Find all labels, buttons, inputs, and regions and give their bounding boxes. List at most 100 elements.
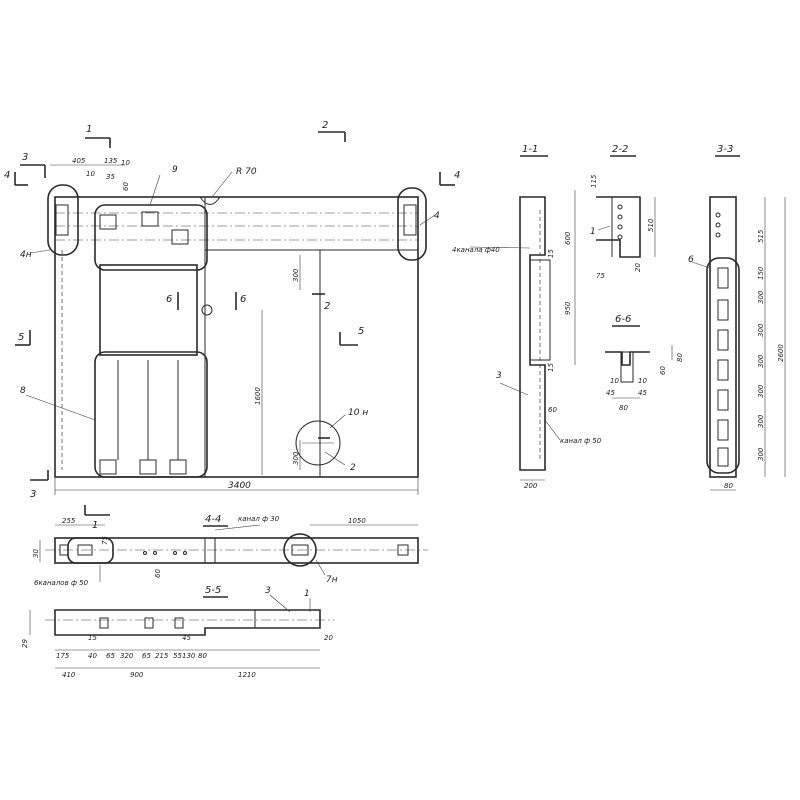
cut-label-6-right: 6 [240,294,246,305]
s6-dim-10-left: 10 [610,377,619,385]
callout-2: 2 [350,463,356,473]
cut-label-5-left: 5 [18,332,24,343]
s3-dim-300-b: 300 [757,323,765,337]
s3-dim-150: 150 [757,266,765,280]
cut-marker-4-left [14,172,28,186]
hole-symbol [201,304,213,316]
cut-label-1-bottom: 1 [92,520,98,531]
s5-dim-55: 55 [173,652,182,660]
s5-dim-130: 130 [182,652,196,660]
s2-dim-75: 75 [596,272,605,280]
section-4-4-loop-7n [283,533,317,567]
cut-label-2-mid: 2 [324,301,330,312]
cut-label-6-left: 6 [166,294,172,305]
s1-channel-40: 4канала ф40 [452,246,500,254]
lifting-loop-right [397,187,427,261]
column-block-bottom [94,351,208,478]
s2-dim-20: 20 [634,263,642,272]
s4-channel-30: канал ф 30 [238,515,280,523]
s1-dim-950: 950 [564,301,572,315]
s4-dim-255: 255 [62,517,76,525]
s5-dim-410: 410 [62,671,76,679]
section-1-1-profile [519,196,546,471]
dim-135: 135 [104,157,118,165]
s1-callout-3: 3 [496,371,502,381]
section-title-5-5: 5-5 [205,585,221,596]
section-title-3-3: 3-3 [717,144,733,155]
dim-405: 405 [72,157,86,165]
cut-marker-1-top [85,137,111,148]
section-5-5: 5-5 29 15 45 20 175 40 65 320 65 215 55 … [21,585,335,679]
cut-label-5-right: 5 [358,326,364,337]
lifting-loop-left [47,184,79,256]
cut-label-3-top: 3 [22,152,28,163]
cut-marker-3-bottom [30,470,49,481]
cut-marker-1-bottom [84,505,110,516]
cut-marker-5-right [339,332,358,346]
s1-dim-200: 200 [524,482,538,490]
section-3-3-loop [706,257,740,474]
s2-dim-510: 510 [647,218,655,232]
dim-3400: 3400 [228,481,251,491]
cut-label-1-top: 1 [86,124,92,135]
s3-dim-300-e: 300 [757,414,765,428]
s5-dim-29: 29 [21,639,29,648]
s1-channel-50: канал ф 50 [560,437,602,445]
s5-dim-45: 45 [182,634,191,642]
slab-outline [54,196,419,478]
s3-dim-2600: 2600 [777,344,785,362]
cut-label-2-top: 2 [322,120,328,131]
callout-8: 8 [20,386,26,396]
column-block-middle [99,264,198,356]
s5-dim-20: 20 [324,634,333,642]
callout-4: 4 [434,211,440,221]
s5-callout-3: 3 [265,586,271,596]
section-title-1-1: 1-1 [522,144,538,155]
dim-35: 35 [106,173,115,181]
section-2-2: 2-2 510 75 20 1 [590,144,656,280]
section-4-4: 4-4 255 75 30 60 1050 канал ф 30 7н 6кан… [32,514,428,587]
cut-marker-4-right [439,172,455,186]
dim-10-top: 10 [121,159,130,167]
slab-inner-lines [204,197,418,477]
s5-dim-40: 40 [88,652,97,660]
s6-dim-80-bottom: 80 [619,404,628,412]
cut-marker-3-top [20,164,46,178]
s2-callout-1: 1 [590,227,596,237]
s5-dim-65-b: 65 [142,652,151,660]
section-1-1: 1-1 115 600 15 950 15 60 200 3 4канала ф… [452,144,602,490]
s3-dim-300-a: 300 [757,290,765,304]
s1-dim-600: 600 [564,231,572,245]
s4-dim-30: 30 [32,549,40,558]
section-6-6-profile [605,351,650,366]
callout-4n: 4н [20,250,32,260]
section-title-4-4: 4-4 [205,514,221,525]
section-4-4-profile [54,537,419,564]
s3-dim-300-c: 300 [757,354,765,368]
section-3-3-profile [709,196,737,478]
cut-label-4-right: 4 [454,170,460,181]
s5-dim-175: 175 [56,652,70,660]
s5-dim-215: 215 [155,652,169,660]
s5-callout-1: 1 [304,589,310,599]
s3-dim-300-d: 300 [757,384,765,398]
callout-9: 9 [172,165,178,175]
section-5-5-profile [54,609,321,636]
s4-dim-60: 60 [154,569,162,578]
cut-label-4-left: 4 [4,170,10,181]
s4-dim-1050: 1050 [348,517,366,525]
s6-dim-80-right: 80 [676,353,684,362]
cut-label-3-bottom: 3 [30,489,36,500]
s4-channels-50: 6каналов ф 50 [34,579,89,587]
s5-dim-80: 80 [198,652,207,660]
detail-circle-10n [295,420,341,466]
dim-300-top: 300 [292,268,300,282]
callout-r70: R 70 [236,167,257,177]
section-title-2-2: 2-2 [612,144,628,155]
section-6-6: 6-6 10 10 45 45 60 80 80 [605,314,684,412]
s5-dim-1210: 1210 [238,671,256,679]
dim-10-left: 10 [86,170,95,178]
s6-dim-45-left: 45 [606,389,615,397]
s1-dim-60: 60 [548,406,557,414]
